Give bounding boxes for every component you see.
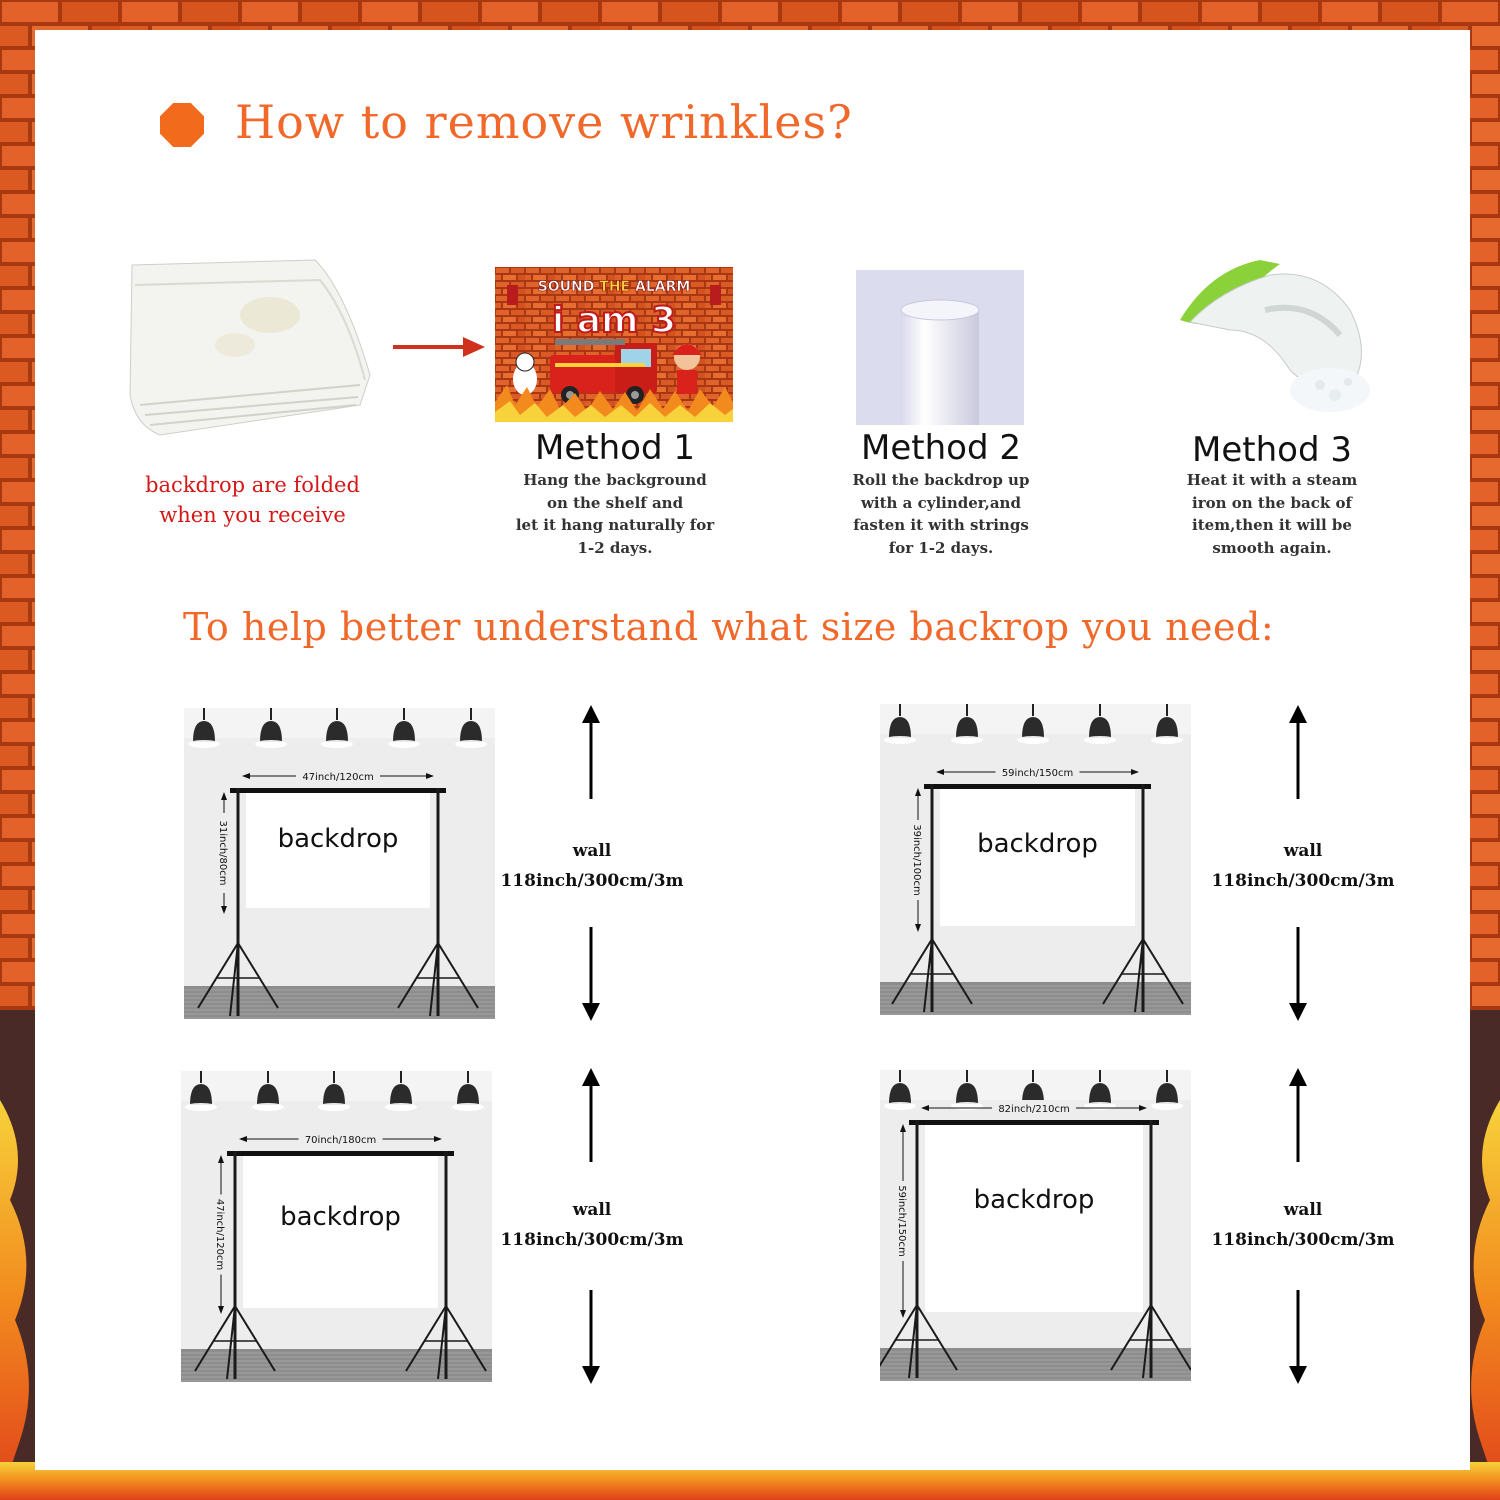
height-dimension-label: 59inch/150cm [896, 1185, 907, 1256]
ceiling-lamp-icon [185, 1071, 217, 1111]
size-scene-1: 47inch/120cm 31inch/80cm backdrop [184, 708, 495, 1019]
width-dimension-label: 59inch/150cm [1002, 768, 1073, 779]
backdrop-stand-diagram: 47inch/120cm 31inch/80cm backdrop [184, 708, 495, 1019]
ceiling-lamp-icon [388, 708, 420, 748]
ceiling-lamp-icon [252, 1071, 284, 1111]
height-dimension-label: 39inch/100cm [911, 824, 922, 895]
ceiling-lamp-icon [951, 704, 983, 744]
width-dimension-label: 70inch/180cm [305, 1135, 376, 1146]
ceiling-lamp-icon [455, 708, 487, 748]
octagon-bullet-icon [160, 103, 204, 147]
ceiling-lamp-icon [1151, 1070, 1183, 1110]
wall-height-arrow-icon [582, 1068, 600, 1384]
method-1-title: Method 1 [535, 428, 695, 468]
backdrop-stand-diagram: 59inch/150cm 39inch/100cm backdrop [880, 704, 1191, 1015]
banner-line-1: SOUND THE ALARM [538, 279, 691, 295]
height-dimension-label: 47inch/120cm [214, 1199, 225, 1270]
size-scene-4: 82inch/210cm 59inch/150cm backdrop [876, 1070, 1192, 1381]
ceiling-lamp-icon [385, 1071, 417, 1111]
wall-height-arrow-icon [1289, 1068, 1307, 1384]
method-3-desc: Heat it with a steam iron on the back of… [1186, 471, 1358, 557]
wall-height-arrow-icon [1289, 705, 1307, 1021]
ceiling-lamp-icon [321, 708, 353, 748]
backdrop-sheet [243, 1153, 438, 1308]
backdrop-stand-diagram: 82inch/210cm 59inch/150cm backdrop [876, 1070, 1192, 1381]
ceiling-lamp-icon [255, 708, 287, 748]
method-2-title: Method 2 [861, 428, 1021, 468]
ceiling-lamp-icon [188, 708, 220, 748]
backdrop-label: backdrop [974, 1185, 1095, 1215]
ceiling-lamp-icon [452, 1071, 484, 1111]
wall-height-arrow-icon [582, 705, 600, 1021]
backdrop-label: backdrop [278, 824, 399, 854]
backdrop-label: backdrop [977, 829, 1098, 859]
banner-line-2: i am 3 [552, 300, 676, 341]
right-arrow-icon [393, 337, 485, 357]
ceiling-lamp-icon [1017, 704, 1049, 744]
backdrop-sheet [246, 790, 430, 908]
size-scene-2: 59inch/150cm 39inch/100cm backdrop [880, 704, 1191, 1015]
ceiling-lamp-icon [884, 1070, 916, 1110]
ceiling-lamp-icon [1084, 704, 1116, 744]
ceiling-lamp-icon [884, 704, 916, 744]
backdrop-sheet [940, 786, 1135, 926]
page-title: How to remove wrinkles? [235, 95, 853, 149]
folded-fabric-image [129, 259, 371, 436]
folded-caption: backdrop are folded when you receive [145, 473, 360, 527]
method-3-title: Method 3 [1192, 430, 1352, 470]
size-heading: To help better understand what size back… [183, 605, 1275, 649]
method-2-desc: Roll the backdrop up with a cylinder,and… [852, 471, 1030, 557]
backdrop-sheet [925, 1122, 1143, 1312]
party-banner-image: SOUND THE ALARM i am 3 [495, 267, 733, 422]
backdrop-stand-diagram: 70inch/180cm 47inch/120cm backdrop [181, 1071, 492, 1382]
width-dimension-label: 47inch/120cm [302, 772, 373, 783]
ceiling-lamp-icon [1151, 704, 1183, 744]
width-dimension-label: 82inch/210cm [998, 1104, 1069, 1115]
height-dimension-label: 31inch/80cm [217, 820, 228, 885]
size-scene-3: 70inch/180cm 47inch/120cm backdrop [181, 1071, 492, 1382]
title-row: How to remove wrinkles? [160, 95, 1060, 155]
ceiling-lamp-icon [318, 1071, 350, 1111]
rolled-cylinder-image [856, 270, 1024, 425]
backdrop-label: backdrop [280, 1202, 401, 1232]
method-1-desc: Hang the background on the shelf and let… [515, 471, 715, 557]
steam-iron-image [1170, 250, 1375, 415]
